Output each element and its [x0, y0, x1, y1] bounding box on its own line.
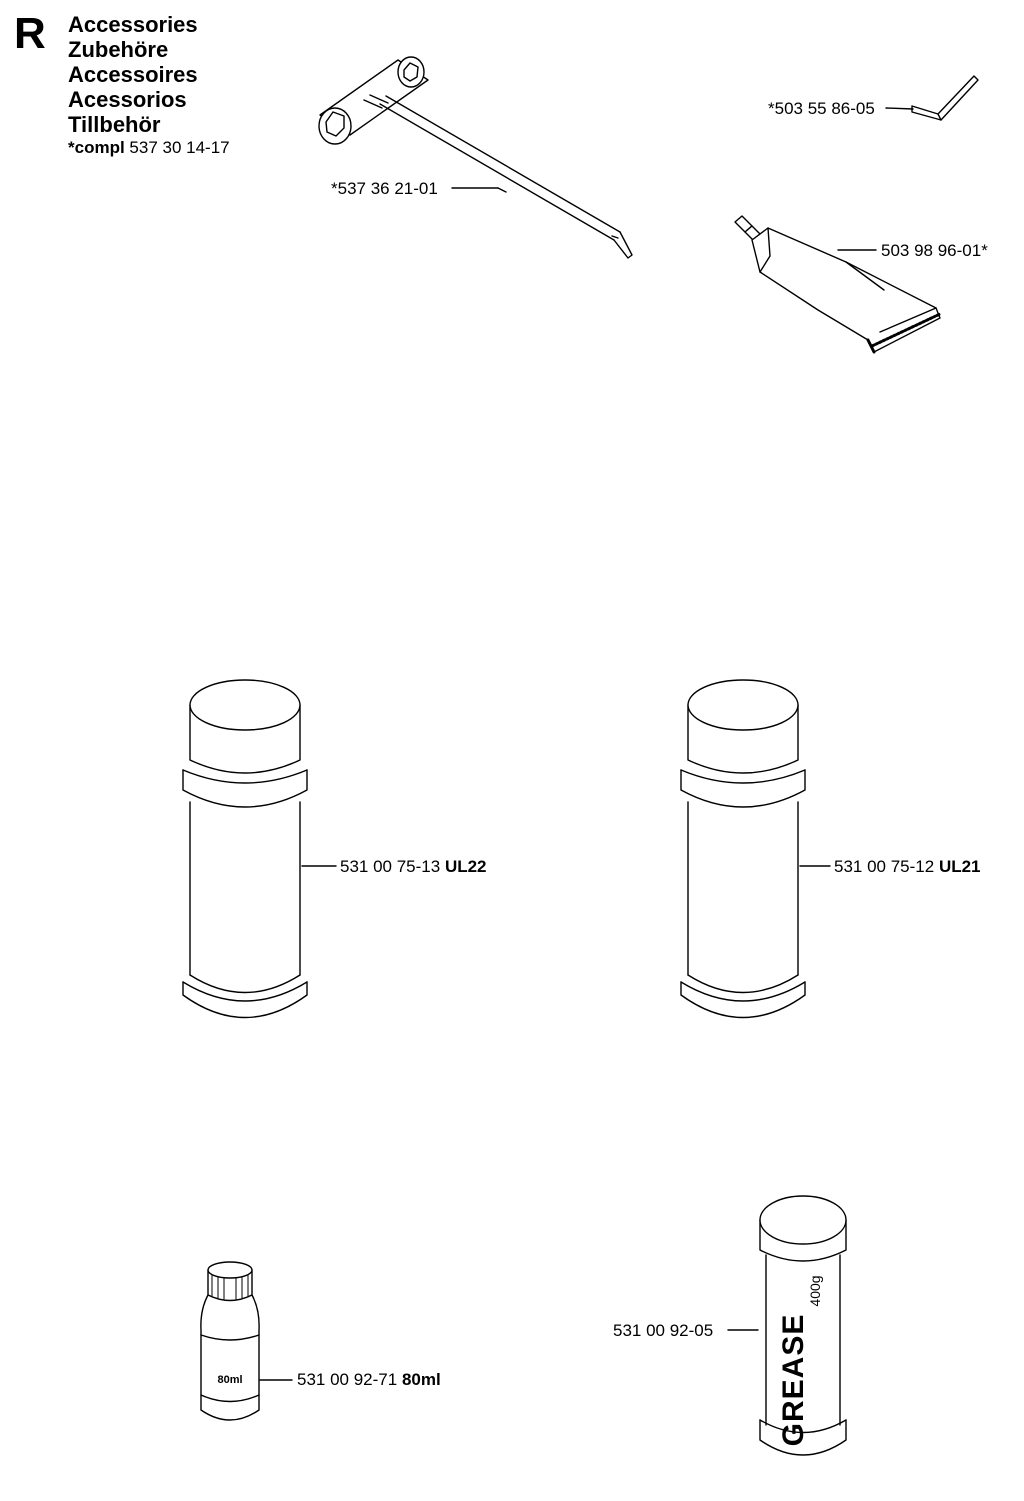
spray-right-code: UL21: [938, 857, 981, 876]
combination-wrench-drawing: [318, 56, 633, 259]
grease-brand-label: GREASE: [777, 1313, 810, 1447]
part-label-grease-cartridge: 531 00 92-05: [613, 1321, 714, 1340]
part-label-oil-bottle: 531 00 92-71 80ml: [297, 1371, 441, 1388]
part-label-grease-tube: 503 98 96-01*: [881, 241, 988, 260]
complete-number: 537 30 14-17: [129, 138, 230, 157]
oil-bottle-code: 80ml: [401, 1370, 441, 1389]
spray-can-left-drawing: [182, 679, 308, 1019]
spray-right-number: 531 00 75-12: [834, 857, 935, 876]
grease-tube-drawing: [734, 215, 942, 354]
title-sv: Tillbehör: [68, 112, 161, 137]
oil-bottle-number: 531 00 92-71: [297, 1370, 398, 1389]
spray-left-code: UL22: [444, 857, 487, 876]
part-label-spray-left: 531 00 75-13 UL22: [340, 858, 487, 875]
title-fr: Accessoires: [68, 62, 198, 87]
complete-kit-line: *compl 537 30 14-17: [68, 137, 230, 159]
section-letter: R: [14, 9, 46, 58]
spray-left-number: 531 00 75-13: [340, 857, 441, 876]
part-label-hex-key: *503 55 86-05: [768, 99, 875, 118]
title-de: Zubehöre: [68, 37, 169, 62]
grease-weight-label: 400g: [807, 1275, 823, 1307]
part-label-wrench: *537 36 21-01: [331, 179, 438, 198]
section-titles: Accessories Zubehöre Accessoires Acessor…: [68, 12, 230, 159]
spray-can-right-drawing: [680, 679, 806, 1019]
leader-hex-key: [885, 107, 914, 110]
hex-key-drawing: [911, 75, 979, 121]
title-en: Accessories: [68, 12, 198, 37]
oil-bottle-label: 80ml: [217, 1374, 243, 1386]
title-pt: Acessorios: [68, 87, 187, 112]
grease-cartridge-drawing: [759, 1195, 847, 1456]
complete-prefix: *compl: [68, 138, 125, 157]
leader-wrench-tip: [497, 187, 507, 193]
part-label-spray-right: 531 00 75-12 UL21: [834, 858, 981, 875]
oil-bottle-drawing: [200, 1261, 260, 1421]
